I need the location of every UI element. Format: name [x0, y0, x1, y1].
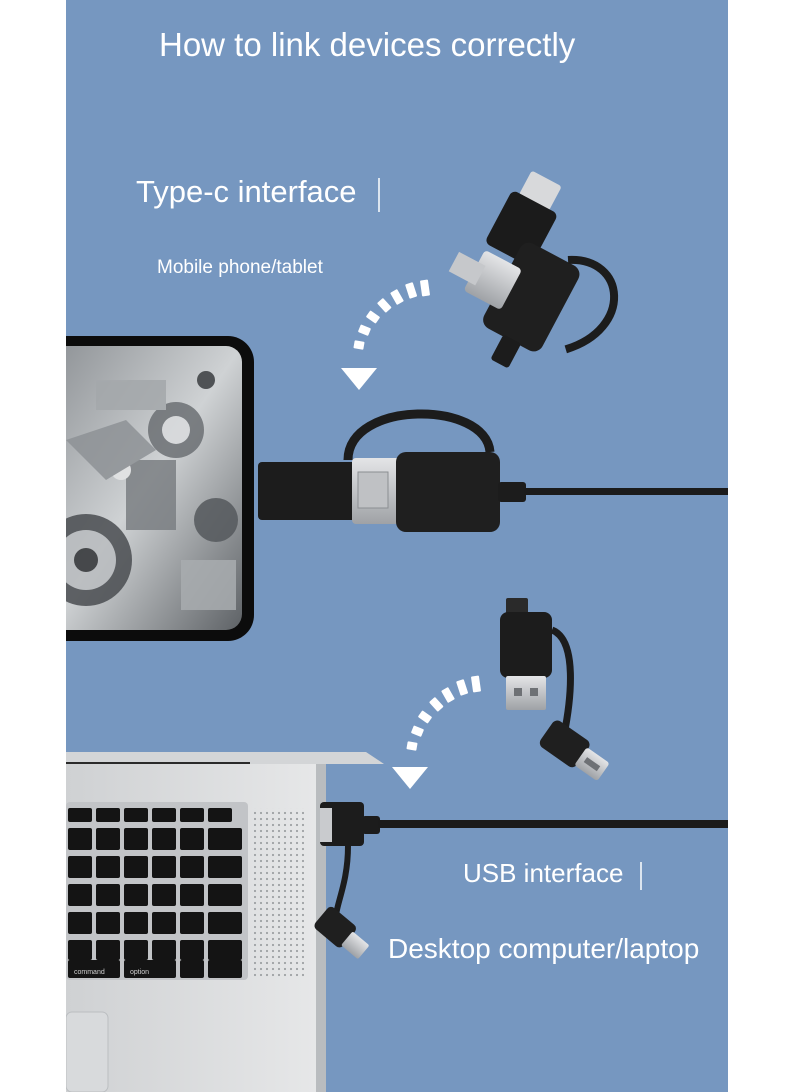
illustration-canvas: command option [66, 171, 728, 1092]
typec-subtitle: Mobile phone/tablet [157, 257, 323, 278]
laptop-usb-cable [314, 802, 728, 959]
dashed-curved-arrow-bottom [392, 675, 481, 789]
usb-heading: USB interface [463, 858, 624, 888]
typec-heading-divider [378, 178, 380, 212]
phone-otg-cable [258, 409, 728, 532]
usb-subtitle: Desktop computer/laptop [388, 933, 700, 964]
page-title: How to link devices correctly [159, 26, 576, 63]
command-key-label: command [74, 969, 105, 976]
phone-illustration [66, 336, 254, 641]
typec-heading: Type-c interface [136, 174, 357, 209]
dashed-curved-arrow-top [341, 279, 430, 390]
usb-adapter-cable [500, 598, 609, 781]
otg-adapter-cable [448, 171, 618, 368]
laptop-illustration: command option [66, 752, 384, 1092]
option-key-label: option [130, 969, 149, 976]
usb-heading-divider [640, 862, 642, 890]
infographic-panel: command option How to link devices corre… [66, 0, 728, 1092]
